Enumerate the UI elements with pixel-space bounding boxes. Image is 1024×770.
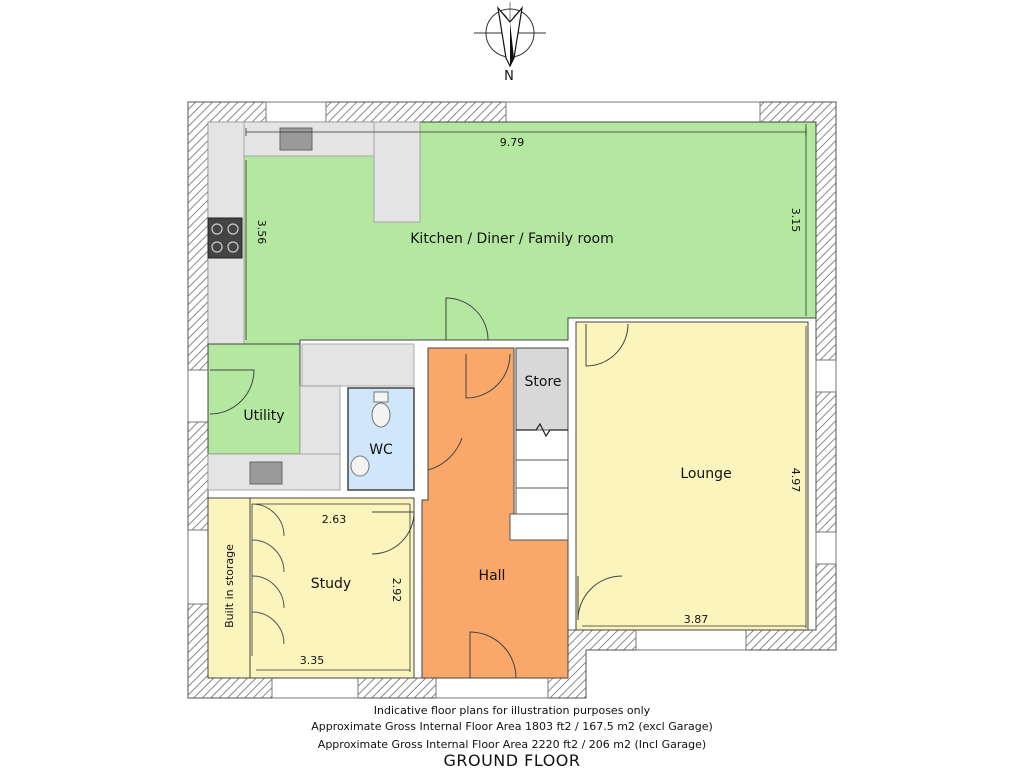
dim-kitchen-depth-left: 3.56 [255, 220, 268, 245]
kitchen-counters [207, 121, 421, 387]
room-label-lounge: Lounge [680, 466, 731, 482]
room-lounge [575, 321, 809, 631]
room-hall [421, 347, 569, 679]
dim-study-width-bottom: 3.35 [300, 654, 325, 667]
kitchen-sink-icon [279, 127, 313, 151]
room-label-kitchen: Kitchen / Diner / Family room [410, 231, 613, 247]
footer-area-incl: Approximate Gross Internal Floor Area 22… [317, 738, 707, 751]
windows [187, 101, 837, 699]
dim-lounge-depth: 4.97 [789, 468, 802, 493]
room-store [515, 347, 569, 431]
compass-icon [474, 2, 546, 68]
utility-sink-icon [249, 461, 283, 485]
room-label-utility: Utility [243, 408, 284, 424]
footer-disclaimer: Indicative floor plans for illustration … [373, 704, 651, 717]
basin-icon [350, 455, 370, 477]
toilet-icon [371, 391, 391, 428]
floor-title: GROUND FLOOR [443, 751, 581, 770]
dim-study-depth: 2.92 [390, 578, 403, 603]
room-utility [207, 343, 301, 455]
room-storage [207, 497, 251, 679]
dim-kitchen-depth-right: 3.15 [789, 208, 802, 233]
doors [209, 297, 629, 679]
room-label-study: Study [311, 576, 351, 592]
room-label-wc: WC [369, 442, 393, 458]
dim-lounge-width: 3.87 [684, 613, 709, 626]
room-label-store: Store [524, 374, 561, 390]
compass-label: N [504, 69, 514, 84]
dim-kitchen-width: 9.79 [500, 136, 525, 149]
dim-study-width-top: 2.63 [322, 513, 347, 526]
hob-icon [207, 217, 243, 259]
room-label-hall: Hall [479, 568, 506, 584]
staircase [509, 422, 569, 541]
dimension-lines [245, 124, 807, 672]
room-label-storage: Built in storage [223, 544, 236, 628]
wardrobe-doors [251, 503, 285, 656]
footer-area-excl: Approximate Gross Internal Floor Area 18… [311, 720, 713, 733]
